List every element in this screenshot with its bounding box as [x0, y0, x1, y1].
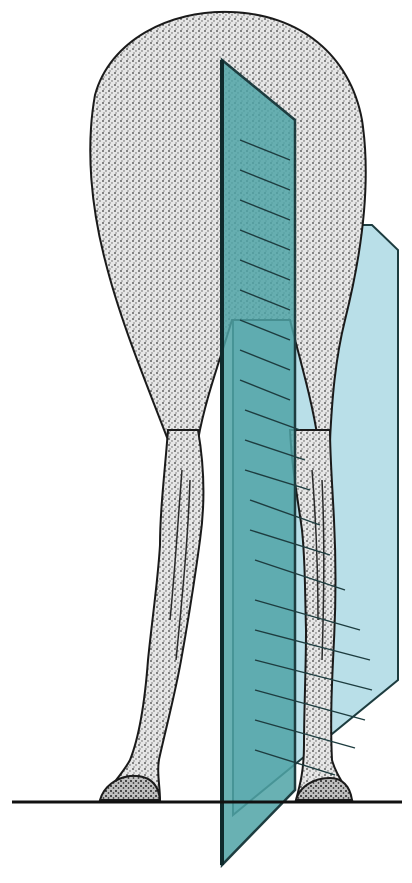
median-plane	[222, 60, 295, 865]
left-hind-leg	[102, 430, 204, 800]
